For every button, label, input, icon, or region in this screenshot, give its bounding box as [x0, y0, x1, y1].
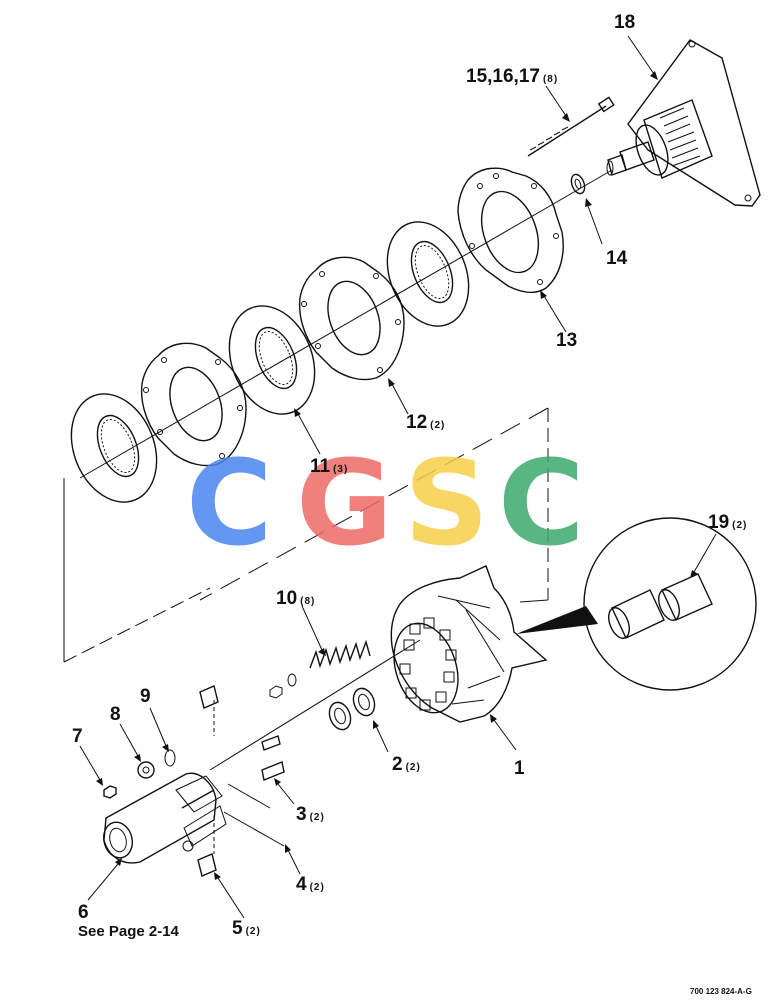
callout-7: 7 — [72, 726, 83, 747]
document-number: 700 123 824-A-G — [690, 987, 752, 996]
part-2-washer — [328, 687, 376, 731]
watermark-letter-c2: C — [498, 434, 585, 572]
callout-5: 5(2) — [232, 918, 261, 939]
see-page-note: See Page 2-14 — [78, 923, 180, 940]
callout-14: 14 — [606, 248, 628, 269]
watermark-letter-c1: C — [186, 434, 273, 572]
callout-18: 18 — [614, 12, 635, 33]
part-3-pin — [261, 735, 285, 781]
part-19-detail-bubble — [516, 517, 757, 691]
part-12-plate — [298, 256, 405, 381]
part-10-spring — [309, 639, 371, 669]
part-15-16-17-bolt — [527, 96, 615, 157]
part-14-washer — [570, 173, 586, 195]
callout-9: 9 — [140, 686, 151, 707]
leader-lines — [79, 35, 717, 919]
part-12-plate — [140, 342, 247, 467]
callout-4: 4(2) — [296, 874, 325, 895]
callout-labels: 18 15,16,17(8) 14 13 12(2) 11(3) 10(8) 1… — [72, 12, 752, 996]
part-5-bearing-cap — [197, 685, 219, 877]
spring-seat-hardware — [269, 673, 297, 699]
part-1-clutch-housing — [390, 565, 548, 723]
callout-8: 8 — [110, 704, 121, 725]
part-6-yoke — [102, 772, 227, 864]
part-7-8-9-hardware — [103, 749, 176, 799]
callout-13: 13 — [556, 330, 577, 351]
callout-6: 6 — [78, 902, 89, 923]
callout-3: 3(2) — [296, 804, 325, 825]
part-11-friction-disc — [70, 393, 158, 503]
part-11-friction-disc — [228, 305, 316, 415]
watermark-letter-s: S — [404, 434, 489, 572]
part-18-flange-hub — [606, 39, 761, 207]
callout-10: 10(8) — [276, 588, 315, 609]
part-4-grease-line — [223, 783, 285, 847]
callout-2: 2(2) — [392, 754, 421, 775]
part-19-sleeve-right — [658, 573, 713, 621]
part-19-sleeve-left — [608, 589, 665, 639]
part-13-plate — [457, 167, 564, 294]
callout-15-16-17: 15,16,17(8) — [466, 66, 558, 87]
callout-1: 1 — [514, 758, 525, 779]
part-11-friction-disc — [386, 221, 470, 327]
callout-11: 11(3) — [310, 456, 348, 477]
callout-12: 12(2) — [406, 412, 445, 433]
assembly-centerline — [63, 169, 613, 771]
cgsc-watermark: C G S C — [186, 434, 585, 572]
callout-19: 19(2) — [708, 512, 747, 533]
watermark-letter-g: G — [296, 434, 393, 572]
